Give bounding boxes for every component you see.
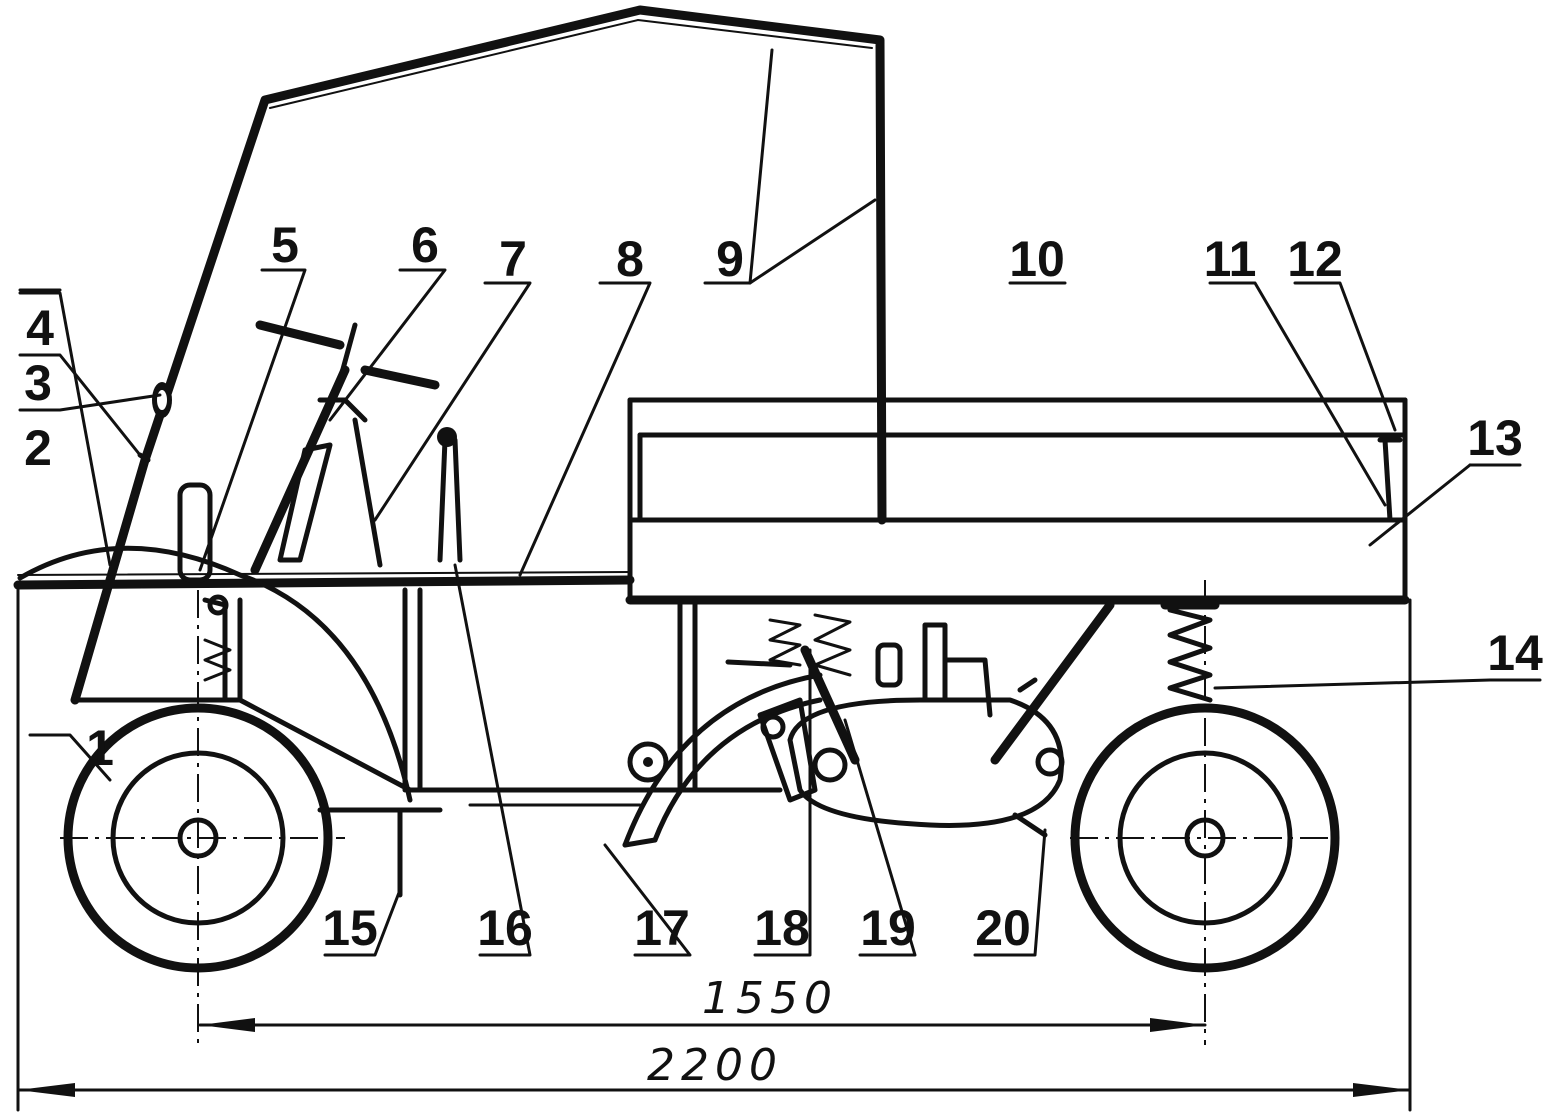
callout-14: 14 — [1487, 625, 1543, 681]
callout-9: 9 — [716, 231, 744, 287]
arrow-right-icon — [1150, 1018, 1205, 1032]
engine-drive — [622, 600, 1115, 848]
callout-16: 16 — [477, 900, 533, 956]
front-post — [177, 482, 232, 703]
callout-12: 12 — [1287, 231, 1343, 287]
rear-wheel — [1070, 580, 1345, 1045]
cargo-body — [625, 397, 1410, 605]
callout-13: 13 — [1467, 410, 1523, 466]
rear-spring — [1160, 600, 1220, 703]
front-wheel — [60, 590, 345, 1045]
mirror-lamp — [137, 382, 172, 463]
callout-11: 11 — [1204, 231, 1257, 287]
callout-17: 17 — [634, 900, 690, 956]
wheelbase-dimension: 1550 — [702, 973, 838, 1024]
tailgate-latch — [1377, 437, 1403, 523]
callout-8: 8 — [616, 231, 644, 287]
canopy-frame — [70, 5, 887, 705]
callout-10: 10 — [1009, 231, 1065, 287]
dimension-lines: 1550 2200 — [16, 588, 1412, 1112]
gear-lever-knob-icon — [437, 427, 457, 447]
arrow-left-icon — [18, 1083, 75, 1097]
callout-18: 18 — [754, 900, 810, 956]
callout-20: 20 — [975, 900, 1031, 956]
callout-15: 15 — [322, 900, 378, 956]
callout-7: 7 — [499, 231, 527, 287]
arrow-left-icon — [200, 1018, 255, 1032]
callout-1: 1 — [86, 720, 114, 776]
callout-2: 2 — [24, 420, 52, 476]
callout-5: 5 — [271, 217, 299, 273]
callout-6: 6 — [411, 217, 439, 273]
arrow-right-icon — [1353, 1083, 1410, 1097]
callout-3: 3 — [24, 355, 52, 411]
callout-4: 4 — [26, 300, 54, 356]
overall-length-dimension: 2200 — [647, 1040, 783, 1091]
callout-19: 19 — [860, 900, 916, 956]
leader-lines — [18, 48, 1542, 957]
callout-labels: 1 2 3 4 5 6 7 8 9 10 11 12 13 14 15 16 1… — [24, 217, 1543, 956]
steering-assembly — [250, 320, 463, 575]
main-frame — [13, 545, 783, 898]
